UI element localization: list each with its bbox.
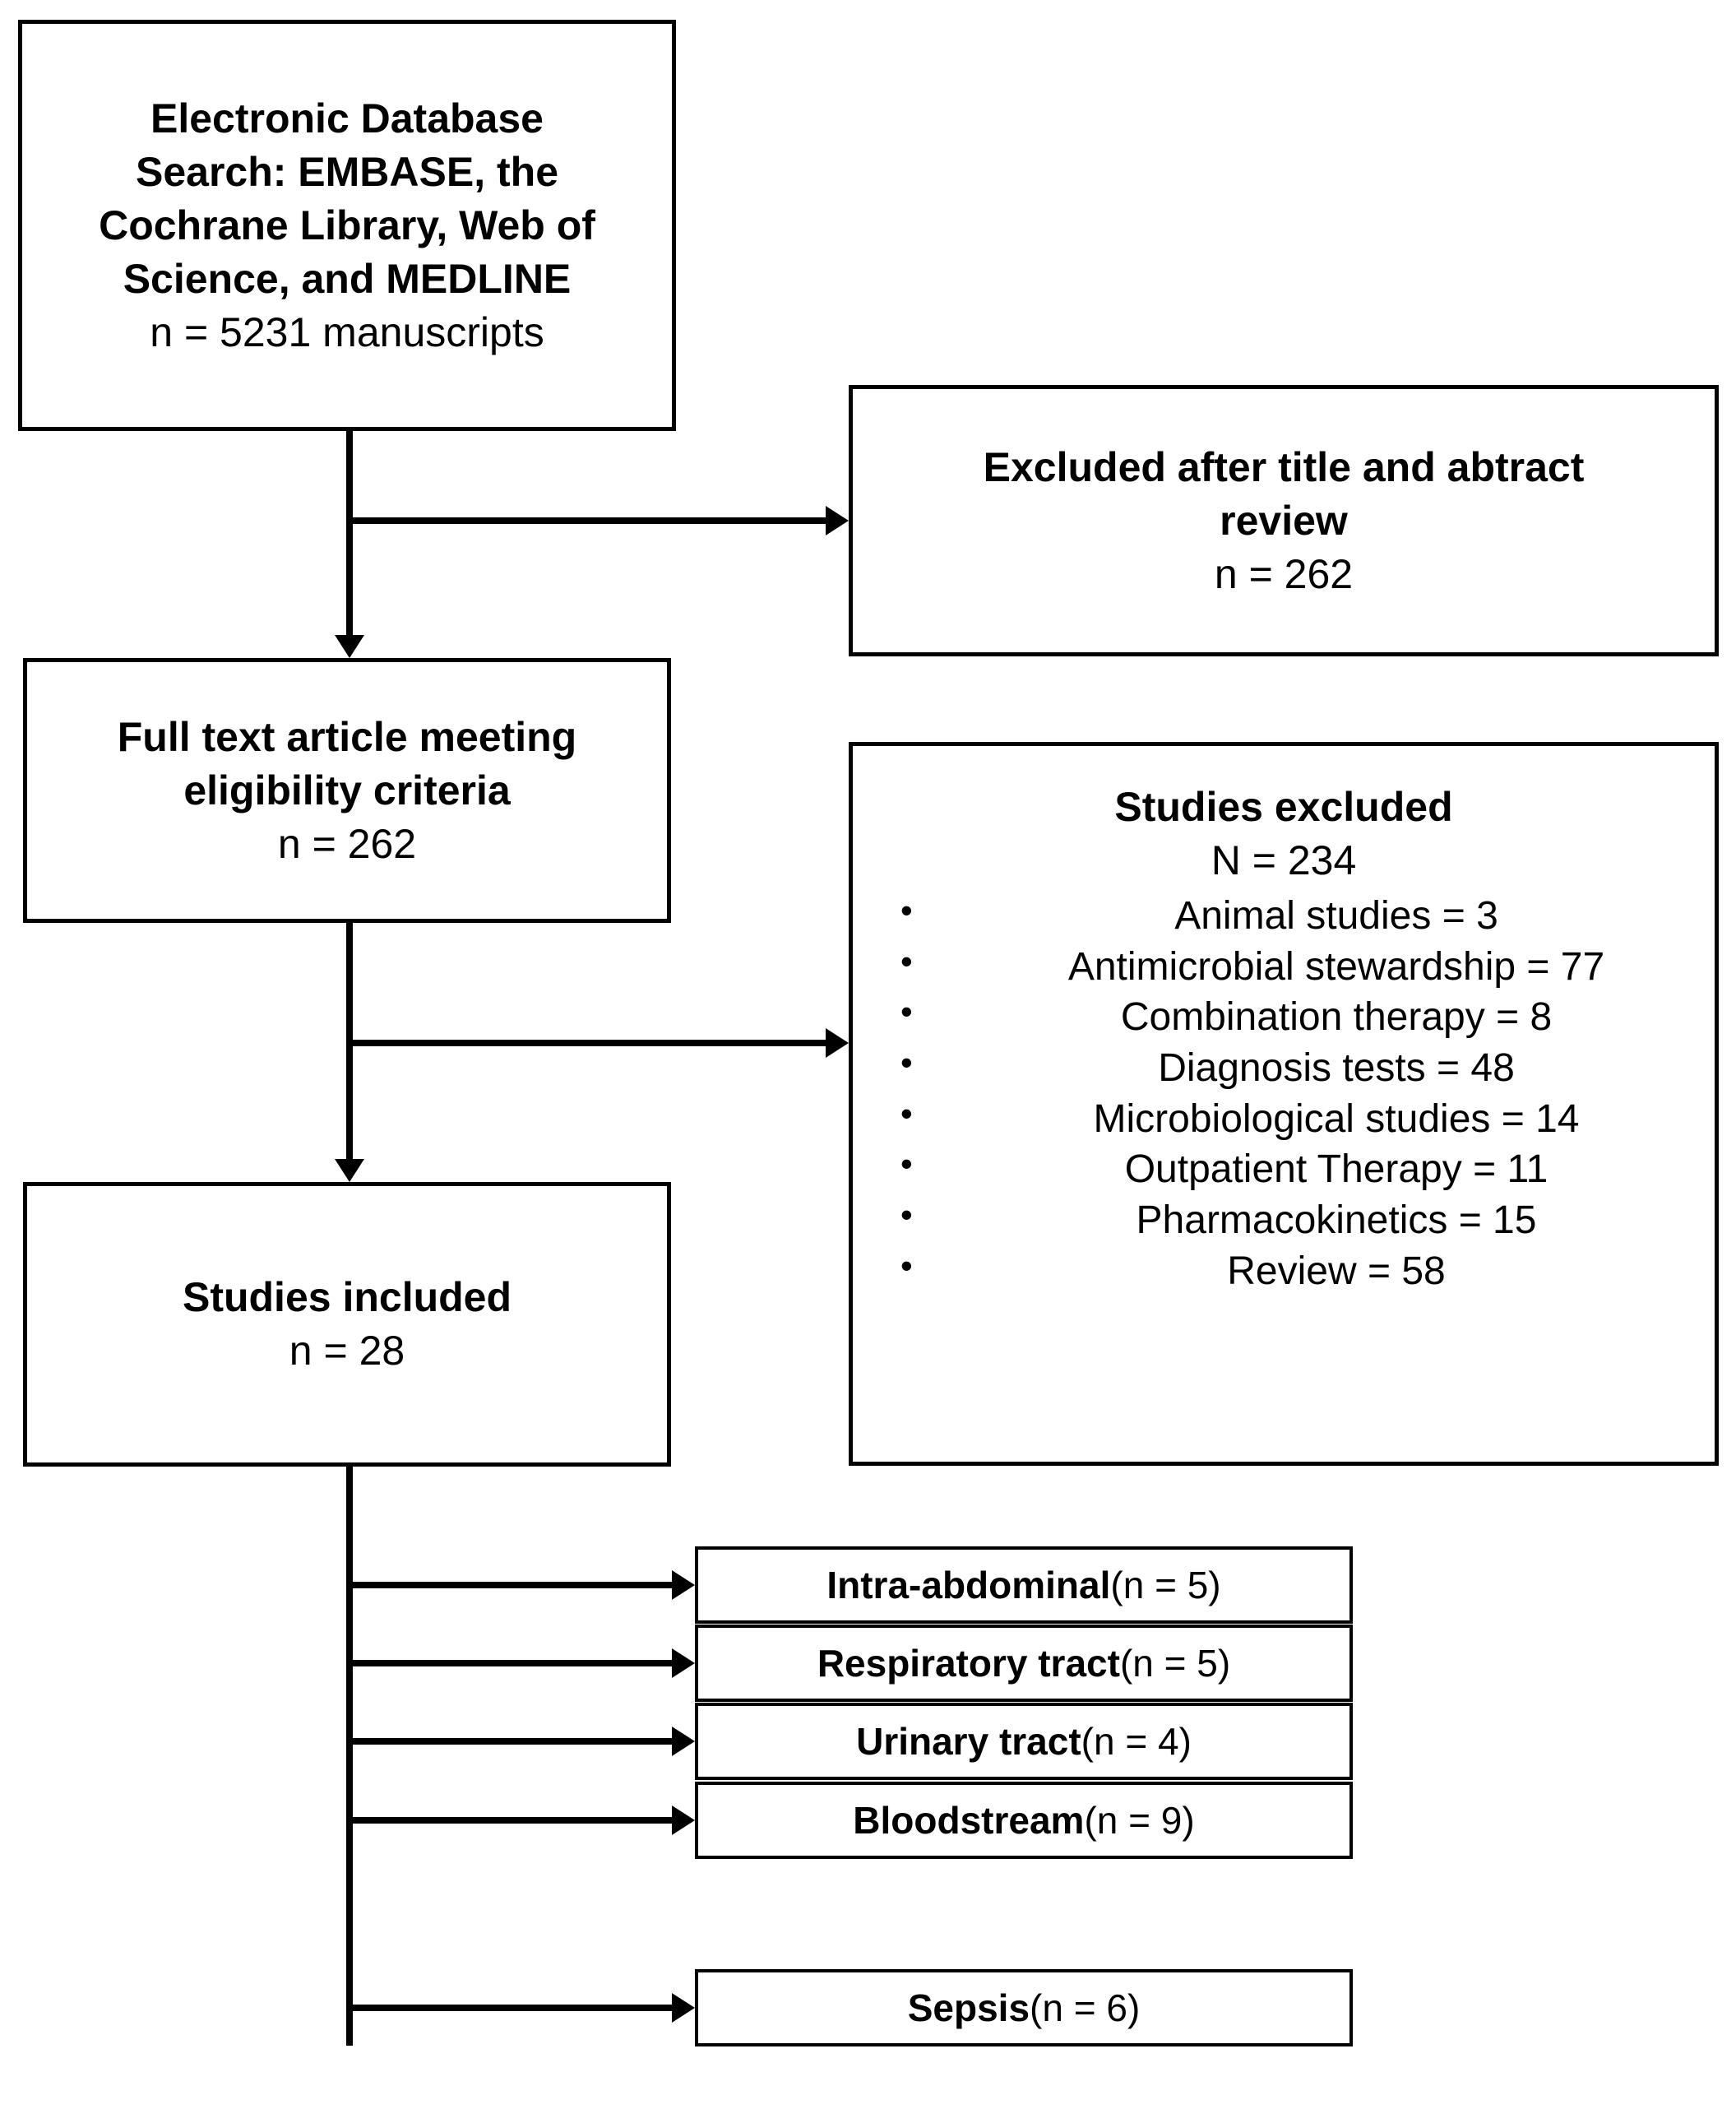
outcome-count: (n = 6) bbox=[1030, 1986, 1141, 2029]
exclusion-reason-item: Combination therapy = 8 bbox=[896, 990, 1715, 1043]
connector-branch-to-respiratory-tract bbox=[346, 1660, 672, 1666]
full-text-line2: eligibility criteria bbox=[183, 767, 511, 813]
exclusion-reason-item: Antimicrobial stewardship = 77 bbox=[896, 939, 1715, 993]
connector-branch-to-excluded-ta bbox=[346, 517, 826, 524]
connector-branch-to-urinary-tract bbox=[346, 1738, 672, 1745]
full-text-count: n = 262 bbox=[277, 820, 417, 867]
outcome-label: Intra-abdominal bbox=[826, 1564, 1111, 1606]
database-search-line2: Search: EMBASE, the bbox=[135, 148, 558, 195]
box-database-search: Electronic Database Search: EMBASE, the … bbox=[18, 20, 676, 431]
arrowhead-right-to-excluded-ta bbox=[826, 506, 849, 535]
outcome-box-bloodstream: Bloodstream (n = 9) bbox=[695, 1782, 1353, 1859]
database-search-line1: Electronic Database bbox=[150, 95, 544, 141]
outcome-label: Bloodstream bbox=[853, 1799, 1085, 1842]
arrowhead-right-to-urinary-tract bbox=[672, 1727, 695, 1756]
excluded-ta-line1: Excluded after title and abtract bbox=[983, 443, 1585, 490]
outcome-count: (n = 5) bbox=[1119, 1642, 1231, 1685]
connector-trunk-search-to-fulltext bbox=[346, 431, 353, 635]
box-excluded-title-abstract: Excluded after title and abtract review … bbox=[849, 385, 1719, 656]
box-studies-excluded: Studies excluded N = 234 Animal studies … bbox=[849, 742, 1719, 1466]
connector-branch-to-intra-abdominal bbox=[346, 1582, 672, 1588]
studies-excluded-count: N = 234 bbox=[1211, 837, 1357, 883]
outcome-box-intra-abdominal: Intra-abdominal (n = 5) bbox=[695, 1546, 1353, 1624]
exclusion-reason-item: Microbiological studies = 14 bbox=[896, 1092, 1715, 1145]
exclusion-reason-item: Animal studies = 3 bbox=[896, 888, 1715, 942]
studies-included-count: n = 28 bbox=[289, 1328, 405, 1374]
outcome-count: (n = 9) bbox=[1084, 1799, 1195, 1842]
arrowhead-right-to-sepsis bbox=[672, 1993, 695, 2023]
exclusion-reason-item: Review = 58 bbox=[896, 1244, 1715, 1297]
exclusion-reason-item: Outpatient Therapy = 11 bbox=[896, 1142, 1715, 1195]
exclusion-reason-item: Diagnosis tests = 48 bbox=[896, 1041, 1715, 1094]
studies-excluded-heading: Studies excluded bbox=[1114, 784, 1453, 830]
arrowhead-down-to-included bbox=[335, 1159, 364, 1182]
outcome-label: Sepsis bbox=[907, 1986, 1030, 2029]
database-search-count: n = 5231 manuscripts bbox=[150, 308, 544, 355]
box-studies-included: Studies included n = 28 bbox=[23, 1182, 671, 1467]
connector-branch-to-bloodstream bbox=[346, 1817, 672, 1824]
arrowhead-down-to-fulltext bbox=[335, 635, 364, 658]
arrowhead-right-to-bloodstream bbox=[672, 1805, 695, 1835]
outcome-count: (n = 5) bbox=[1110, 1564, 1221, 1606]
studies-included-heading: Studies included bbox=[182, 1274, 512, 1320]
connector-branch-to-sepsis bbox=[346, 2005, 672, 2011]
arrowhead-right-to-respiratory-tract bbox=[672, 1648, 695, 1678]
arrowhead-right-to-studies-excluded bbox=[826, 1028, 849, 1058]
excluded-ta-count: n = 262 bbox=[1214, 550, 1354, 597]
outcome-box-sepsis: Sepsis (n = 6) bbox=[695, 1969, 1353, 2046]
outcome-box-respiratory-tract: Respiratory tract (n = 5) bbox=[695, 1625, 1353, 1702]
exclusion-reason-list: Animal studies = 3Antimicrobial stewards… bbox=[853, 888, 1715, 1297]
full-text-line1: Full text article meeting bbox=[117, 713, 577, 760]
arrowhead-right-to-intra-abdominal bbox=[672, 1570, 695, 1600]
database-search-line4: Science, and MEDLINE bbox=[123, 255, 572, 302]
outcome-box-urinary-tract: Urinary tract (n = 4) bbox=[695, 1703, 1353, 1780]
connector-branch-to-studies-excluded bbox=[346, 1040, 826, 1046]
outcome-label: Respiratory tract bbox=[817, 1642, 1120, 1685]
database-search-line3: Cochrane Library, Web of bbox=[99, 202, 595, 248]
connector-trunk-outcomes bbox=[346, 1467, 353, 2046]
box-full-text-eligibility: Full text article meeting eligibility cr… bbox=[23, 658, 671, 923]
exclusion-reason-item: Pharmacokinetics = 15 bbox=[896, 1193, 1715, 1246]
outcome-label: Urinary tract bbox=[856, 1720, 1081, 1763]
outcome-count: (n = 4) bbox=[1081, 1720, 1192, 1763]
excluded-ta-line2: review bbox=[1220, 497, 1348, 544]
